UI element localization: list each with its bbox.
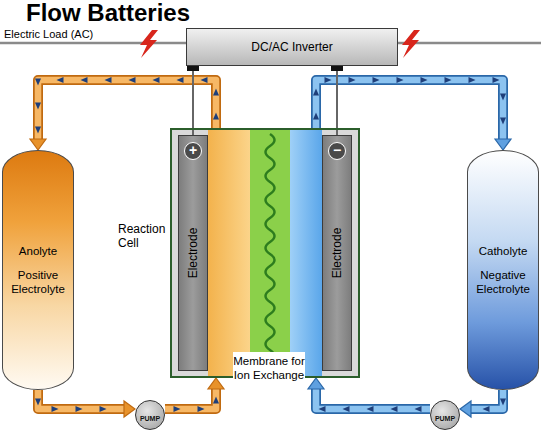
pipe-fluid [38, 390, 127, 409]
catholyte-tank: CatholyteNegative Electrolyte [467, 150, 539, 390]
arrowhead [308, 378, 324, 389]
node-text: Negative Electrolyte [472, 268, 534, 296]
flow-arrow [174, 406, 181, 412]
pump-label: PUMP [136, 415, 164, 423]
pipe-wall [316, 386, 430, 409]
pipe [35, 390, 135, 417]
membrane-wave [266, 134, 275, 362]
flow-arrow [349, 77, 356, 83]
flow-arrow [213, 113, 219, 120]
flow-arrow [343, 406, 350, 412]
flow-arrow [177, 77, 184, 83]
node-text: Catholyte [472, 244, 534, 258]
flow-arrow [35, 79, 41, 86]
load-label: Electric Load (AC) [4, 28, 93, 40]
flow-arrow [397, 77, 404, 83]
pipe-fluid [468, 390, 503, 409]
anolyte-tank: AnolytePositive Electrolyte [2, 150, 74, 390]
electrode: − Electrode [322, 135, 352, 371]
title: Flow Batteries [26, 0, 190, 26]
node-text: DC/AC Inverter [245, 40, 338, 54]
pipe-wall [38, 80, 216, 142]
wire-line [192, 66, 194, 135]
flow-arrow [319, 406, 326, 412]
wire [193, 66, 194, 135]
pipe-fluid [316, 80, 503, 142]
flow-arrow [373, 77, 380, 83]
lightning-bolt [402, 30, 420, 58]
membrane [250, 130, 290, 376]
pipe [308, 378, 430, 412]
arrowhead [30, 139, 46, 150]
flow-arrow [129, 77, 136, 83]
reaction-cell: Reaction Cell+Electrode−Electrode [170, 128, 360, 378]
cell-label: Reaction Cell [118, 222, 168, 250]
flow-arrow [213, 397, 219, 404]
flow-arrow [391, 406, 398, 412]
flow-arrow [35, 103, 41, 110]
flow-arrow [500, 399, 506, 406]
flow-arrow [500, 94, 506, 101]
flow-arrow [35, 127, 41, 134]
flow-arrow [153, 77, 160, 83]
flow-arrow [52, 406, 59, 412]
electrode: + Electrode [178, 135, 208, 371]
electrode-label: Electrode [330, 228, 344, 279]
flow-arrow [483, 406, 490, 412]
connectors [30, 66, 511, 417]
flow-arrow [367, 406, 374, 412]
flow-arrow [57, 77, 64, 83]
polarity-sign: − [328, 142, 346, 160]
inverter-box: DC/AC Inverter [186, 28, 398, 66]
flow-arrow [493, 77, 500, 83]
lightning-bolt [140, 30, 158, 58]
pipe [460, 390, 506, 417]
pipe-fluid [38, 80, 216, 142]
arrowhead [495, 139, 511, 150]
electrode-label: Electrode [186, 228, 200, 279]
pipe-wall [316, 80, 503, 142]
flow-arrow [500, 118, 506, 125]
flow-arrow [445, 77, 452, 83]
pump: PUMP [135, 400, 165, 430]
flow-arrow [100, 406, 107, 412]
flow-arrow [81, 77, 88, 83]
arrowhead [124, 401, 135, 417]
pipe-wall [38, 390, 127, 409]
polarity-sign: + [184, 142, 202, 160]
flow-arrow [198, 406, 205, 412]
flow-arrow [105, 77, 112, 83]
flow-arrow [76, 406, 83, 412]
wire-line [336, 66, 338, 135]
flow-arrow [35, 399, 41, 406]
pipe-fluid [316, 386, 430, 409]
flow-arrow [201, 77, 208, 83]
flow-arrow [415, 406, 422, 412]
node-text: Positive Electrolyte [7, 268, 69, 296]
arrowhead [460, 401, 471, 417]
node-text: Anolyte [7, 244, 69, 258]
pump: PUMP [430, 400, 460, 430]
flow-arrow [313, 89, 319, 96]
pipe-wall [468, 390, 503, 409]
flow-arrow [213, 89, 219, 96]
pipe [165, 378, 224, 412]
flow-arrow [313, 113, 319, 120]
flow-arrow [325, 77, 332, 83]
anolyte-zone [208, 130, 250, 376]
catholyte-zone [290, 130, 322, 376]
arrowhead [208, 378, 224, 389]
wire [337, 66, 338, 135]
flow-arrow [469, 77, 476, 83]
pump-label: PUMP [431, 415, 459, 423]
cell-fill [172, 130, 358, 376]
membrane-label: Membrane for Ion Exchange [233, 352, 305, 384]
flow-arrow [421, 77, 428, 83]
